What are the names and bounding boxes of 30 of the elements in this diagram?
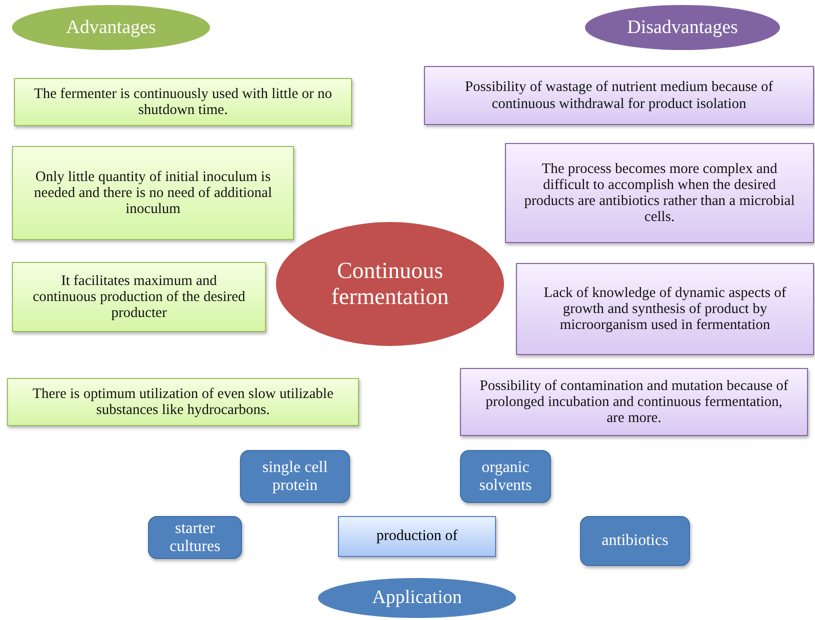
application-box bbox=[148, 516, 242, 559]
node-text: Disadvantages bbox=[627, 16, 738, 38]
disadvantage-box bbox=[505, 143, 814, 243]
node-text: Possibility of contamination and mutation because of prolonged incubation and continuous fermentation, are more. bbox=[479, 378, 789, 426]
application-box bbox=[580, 516, 690, 566]
node-text: There is optimum utilization of even slow utilizable substances like hydrocarbons. bbox=[32, 386, 334, 418]
node-text: Continuous fermentation bbox=[330, 258, 450, 310]
node-text: starter cultures bbox=[168, 520, 222, 556]
node-text: single cell protein bbox=[261, 458, 329, 494]
node-text: antibiotics bbox=[602, 532, 668, 550]
advantage-box bbox=[12, 262, 266, 332]
disadvantage-box bbox=[460, 368, 808, 436]
application-box bbox=[460, 450, 551, 503]
node-text: The process becomes more complex and difficult to accomplish when the desired products are antibiotics rather than a microbial cells. bbox=[524, 160, 795, 226]
node-text: It facilitates maximum and continuous production of the desired producter bbox=[32, 272, 246, 322]
node-text: Advantages bbox=[66, 16, 156, 38]
node-text: The fermenter is continuously used with little or no shutdown time. bbox=[33, 86, 333, 118]
advantage-box bbox=[7, 378, 359, 426]
node-text: production of bbox=[376, 528, 458, 545]
node-text: Application bbox=[372, 587, 462, 609]
node-text: Only little quantity of initial inoculum is needed and there is no need of additional inoculum bbox=[33, 168, 273, 218]
production-box bbox=[338, 516, 496, 557]
node-text: organic solvents bbox=[478, 458, 533, 494]
advantage-box bbox=[14, 78, 352, 126]
node-text: Lack of knowledge of dynamic aspects of growth and synthesis of product by microorganism used in fermentation bbox=[542, 284, 788, 334]
disadvantage-box bbox=[516, 263, 814, 355]
disadvantage-box bbox=[424, 66, 814, 125]
node-text: Possibility of wastage of nutrient medium because of continuous withdrawal for product isolation bbox=[464, 79, 774, 112]
application-box bbox=[240, 450, 350, 503]
advantage-box bbox=[12, 146, 294, 240]
